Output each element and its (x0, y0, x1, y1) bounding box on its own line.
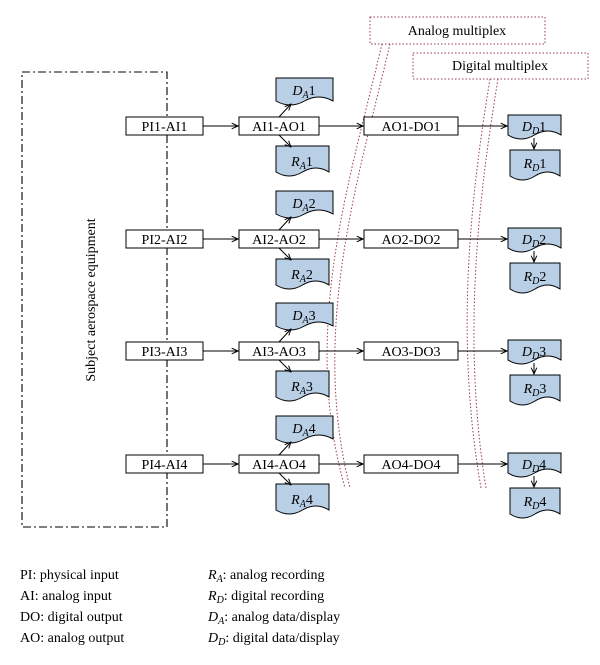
pi-label: PI4-AI4 (142, 458, 188, 473)
digital-recording-shape (509, 149, 561, 181)
analog-data-label: DA2 (291, 197, 315, 214)
analog-multiplex-curve-inner (334, 43, 391, 489)
digital-recording-label: RD4 (523, 495, 547, 512)
analog-recording-shape (275, 483, 330, 515)
legend-pi: PI: physical input (20, 568, 119, 583)
analog-recording-shape (275, 370, 330, 402)
analog-recording-label: RA2 (290, 268, 313, 285)
legend-ra: RA: analog recording (208, 568, 325, 585)
analog-data-label: DA4 (291, 422, 315, 439)
legend-dd: DD: digital data/display (208, 631, 340, 648)
legend-do: DO: digital output (20, 610, 123, 625)
analog-multiplex-box (369, 16, 546, 45)
digital-data-label: DD4 (521, 458, 546, 475)
analog-multiplex-label: Analog multiplex (408, 24, 506, 39)
ao-label: AO3-DO3 (381, 345, 440, 360)
analog-recording-label: RA1 (290, 155, 313, 172)
digital-multiplex-curve (466, 78, 491, 489)
legend-right: RA: analog recording RD: digital recordi… (208, 565, 340, 649)
equipment-frame (21, 71, 168, 528)
digital-recording-shape (509, 374, 561, 406)
legend-ao: AO: analog output (20, 631, 125, 646)
digital-data-label: DD3 (521, 345, 546, 362)
ao-label: AO1-DO1 (381, 120, 440, 135)
digital-data-shape (507, 227, 562, 253)
arrow (278, 217, 291, 231)
pi-label: PI3-AI3 (142, 345, 188, 360)
ai-label: AI4-AO4 (252, 458, 306, 473)
ao-label: AO4-DO4 (381, 458, 440, 473)
arrow (278, 104, 291, 118)
analog-data-label: DA1 (291, 84, 315, 101)
analog-data-shape (275, 190, 334, 219)
system-diagram: Subject aerospace equipment Analog multi… (21, 16, 589, 528)
digital-multiplex-label: Digital multiplex (452, 59, 548, 74)
digital-data-shape (507, 339, 562, 365)
legend-rd: RD: digital recording (208, 589, 325, 606)
arrow (278, 134, 291, 147)
arrow (278, 472, 291, 485)
digital-recording-label: RD3 (523, 382, 547, 399)
analog-recording-shape (275, 145, 330, 177)
digital-recording-shape (509, 262, 561, 294)
digital-recording-label: RD2 (523, 270, 547, 287)
digital-data-shape (507, 452, 562, 478)
arrow (278, 442, 291, 456)
analog-data-label: DA3 (291, 309, 315, 326)
analog-recording-shape (275, 258, 330, 290)
pi-label: PI1-AI1 (142, 120, 188, 135)
ai-label: AI1-AO1 (252, 120, 306, 135)
digital-recording-label: RD1 (523, 157, 547, 174)
legend-ai: AI: analog input (20, 589, 112, 604)
analog-recording-label: RA3 (290, 380, 313, 397)
legend-da: DA: analog data/display (208, 610, 341, 627)
digital-data-label: DD2 (521, 233, 546, 250)
ai-label: AI3-AO3 (252, 345, 306, 360)
analog-multiplex-curve (326, 43, 383, 489)
analog-data-shape (275, 77, 334, 106)
legend-left: PI: physical input AI: analog input DO: … (20, 565, 124, 649)
digital-data-label: DD1 (521, 120, 546, 137)
analog-data-shape (275, 415, 334, 444)
ao-label: AO2-DO2 (381, 233, 440, 248)
analog-data-shape (275, 302, 334, 331)
equipment-label: Subject aerospace equipment (84, 218, 99, 381)
digital-multiplex-curve-inner (473, 78, 499, 489)
arrow (278, 329, 291, 343)
digital-recording-shape (509, 487, 561, 519)
arrow (278, 359, 291, 372)
analog-recording-label: RA4 (290, 493, 313, 510)
pi-label: PI2-AI2 (142, 233, 188, 248)
digital-multiplex-box (412, 52, 589, 80)
ai-label: AI2-AO2 (252, 233, 306, 248)
digital-data-shape (507, 114, 562, 140)
arrow (278, 247, 291, 260)
